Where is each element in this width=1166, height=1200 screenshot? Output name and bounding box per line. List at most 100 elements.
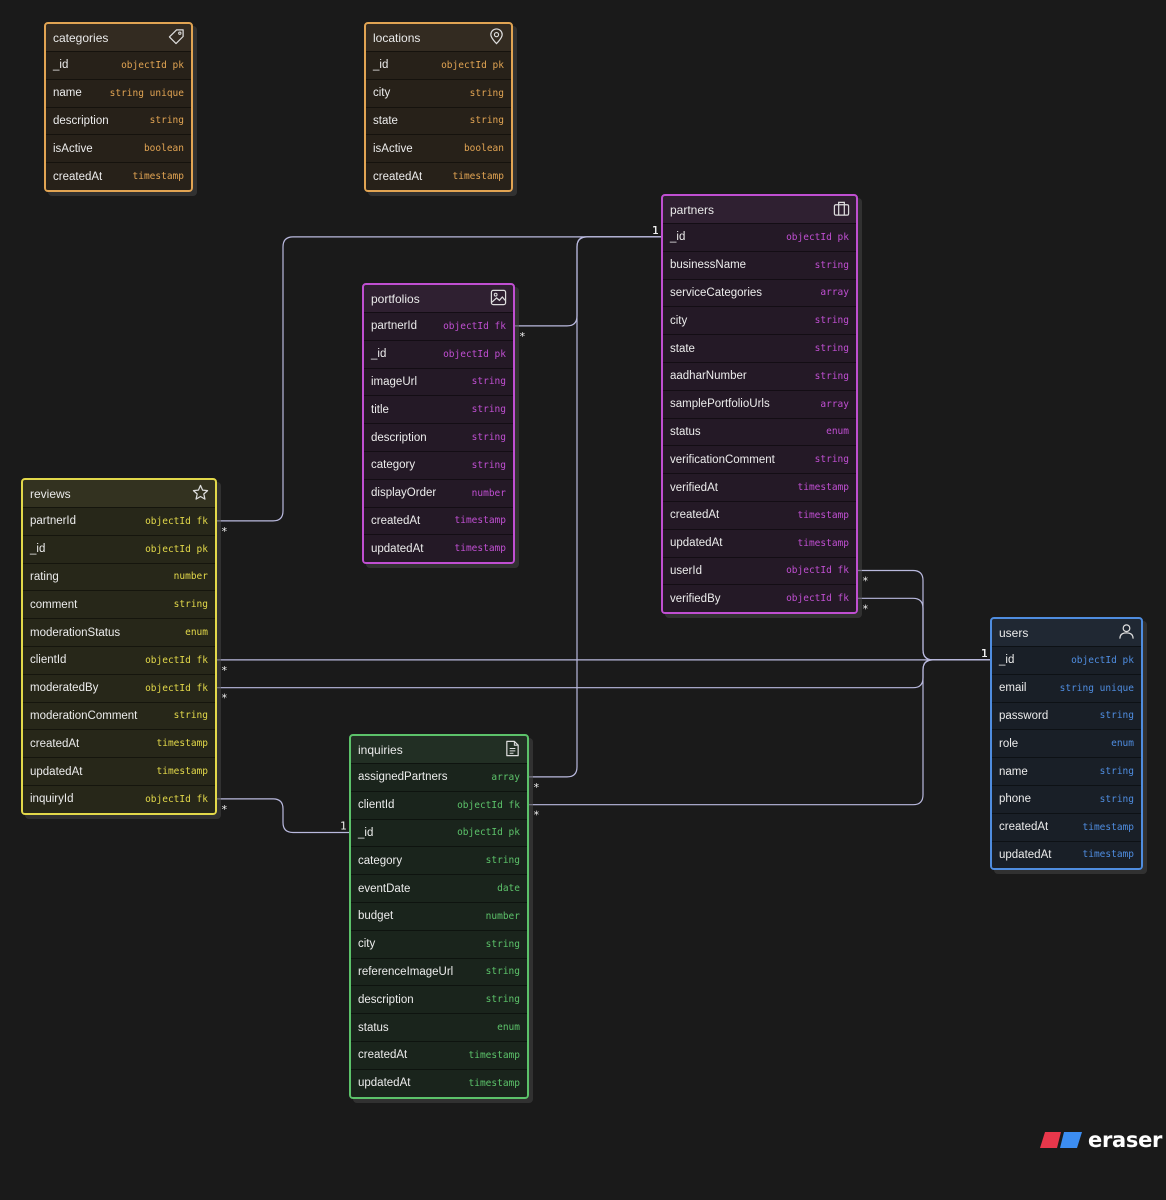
field-type: objectId fk [145,793,208,805]
relation-line-8 [217,798,349,834]
field-name: displayOrder [371,487,437,500]
field-type: objectId fk [443,320,506,332]
field-name: description [371,431,427,444]
field-name: userId [670,564,702,577]
field-name: status [358,1021,389,1034]
cardinality-one: 1 [981,647,988,660]
field-type: string [469,115,504,127]
entity-header[interactable]: reviews [23,480,215,507]
document-icon [504,740,521,760]
field-name: referenceImageUrl [358,965,454,978]
image-icon [490,289,507,309]
eraser-logo: eraser [1040,1128,1162,1152]
field-type: number [173,571,208,583]
entity-header[interactable]: locations [366,24,511,51]
entity-header[interactable]: partners [663,196,856,223]
cardinality-one: 1 [340,820,347,833]
field-name: partnerId [30,515,77,528]
field-name: role [999,737,1019,750]
entity-header[interactable]: users [992,619,1141,646]
field-name: verifiedBy [670,592,721,605]
entity-header[interactable]: categories [46,24,191,51]
entity-header[interactable]: inquiries [351,736,527,763]
field-name: updatedAt [999,848,1052,861]
entity-header[interactable]: portfolios [364,285,513,312]
field-name: _id [53,59,69,72]
field-type: string [814,259,849,271]
relation-line-0 [515,236,661,327]
